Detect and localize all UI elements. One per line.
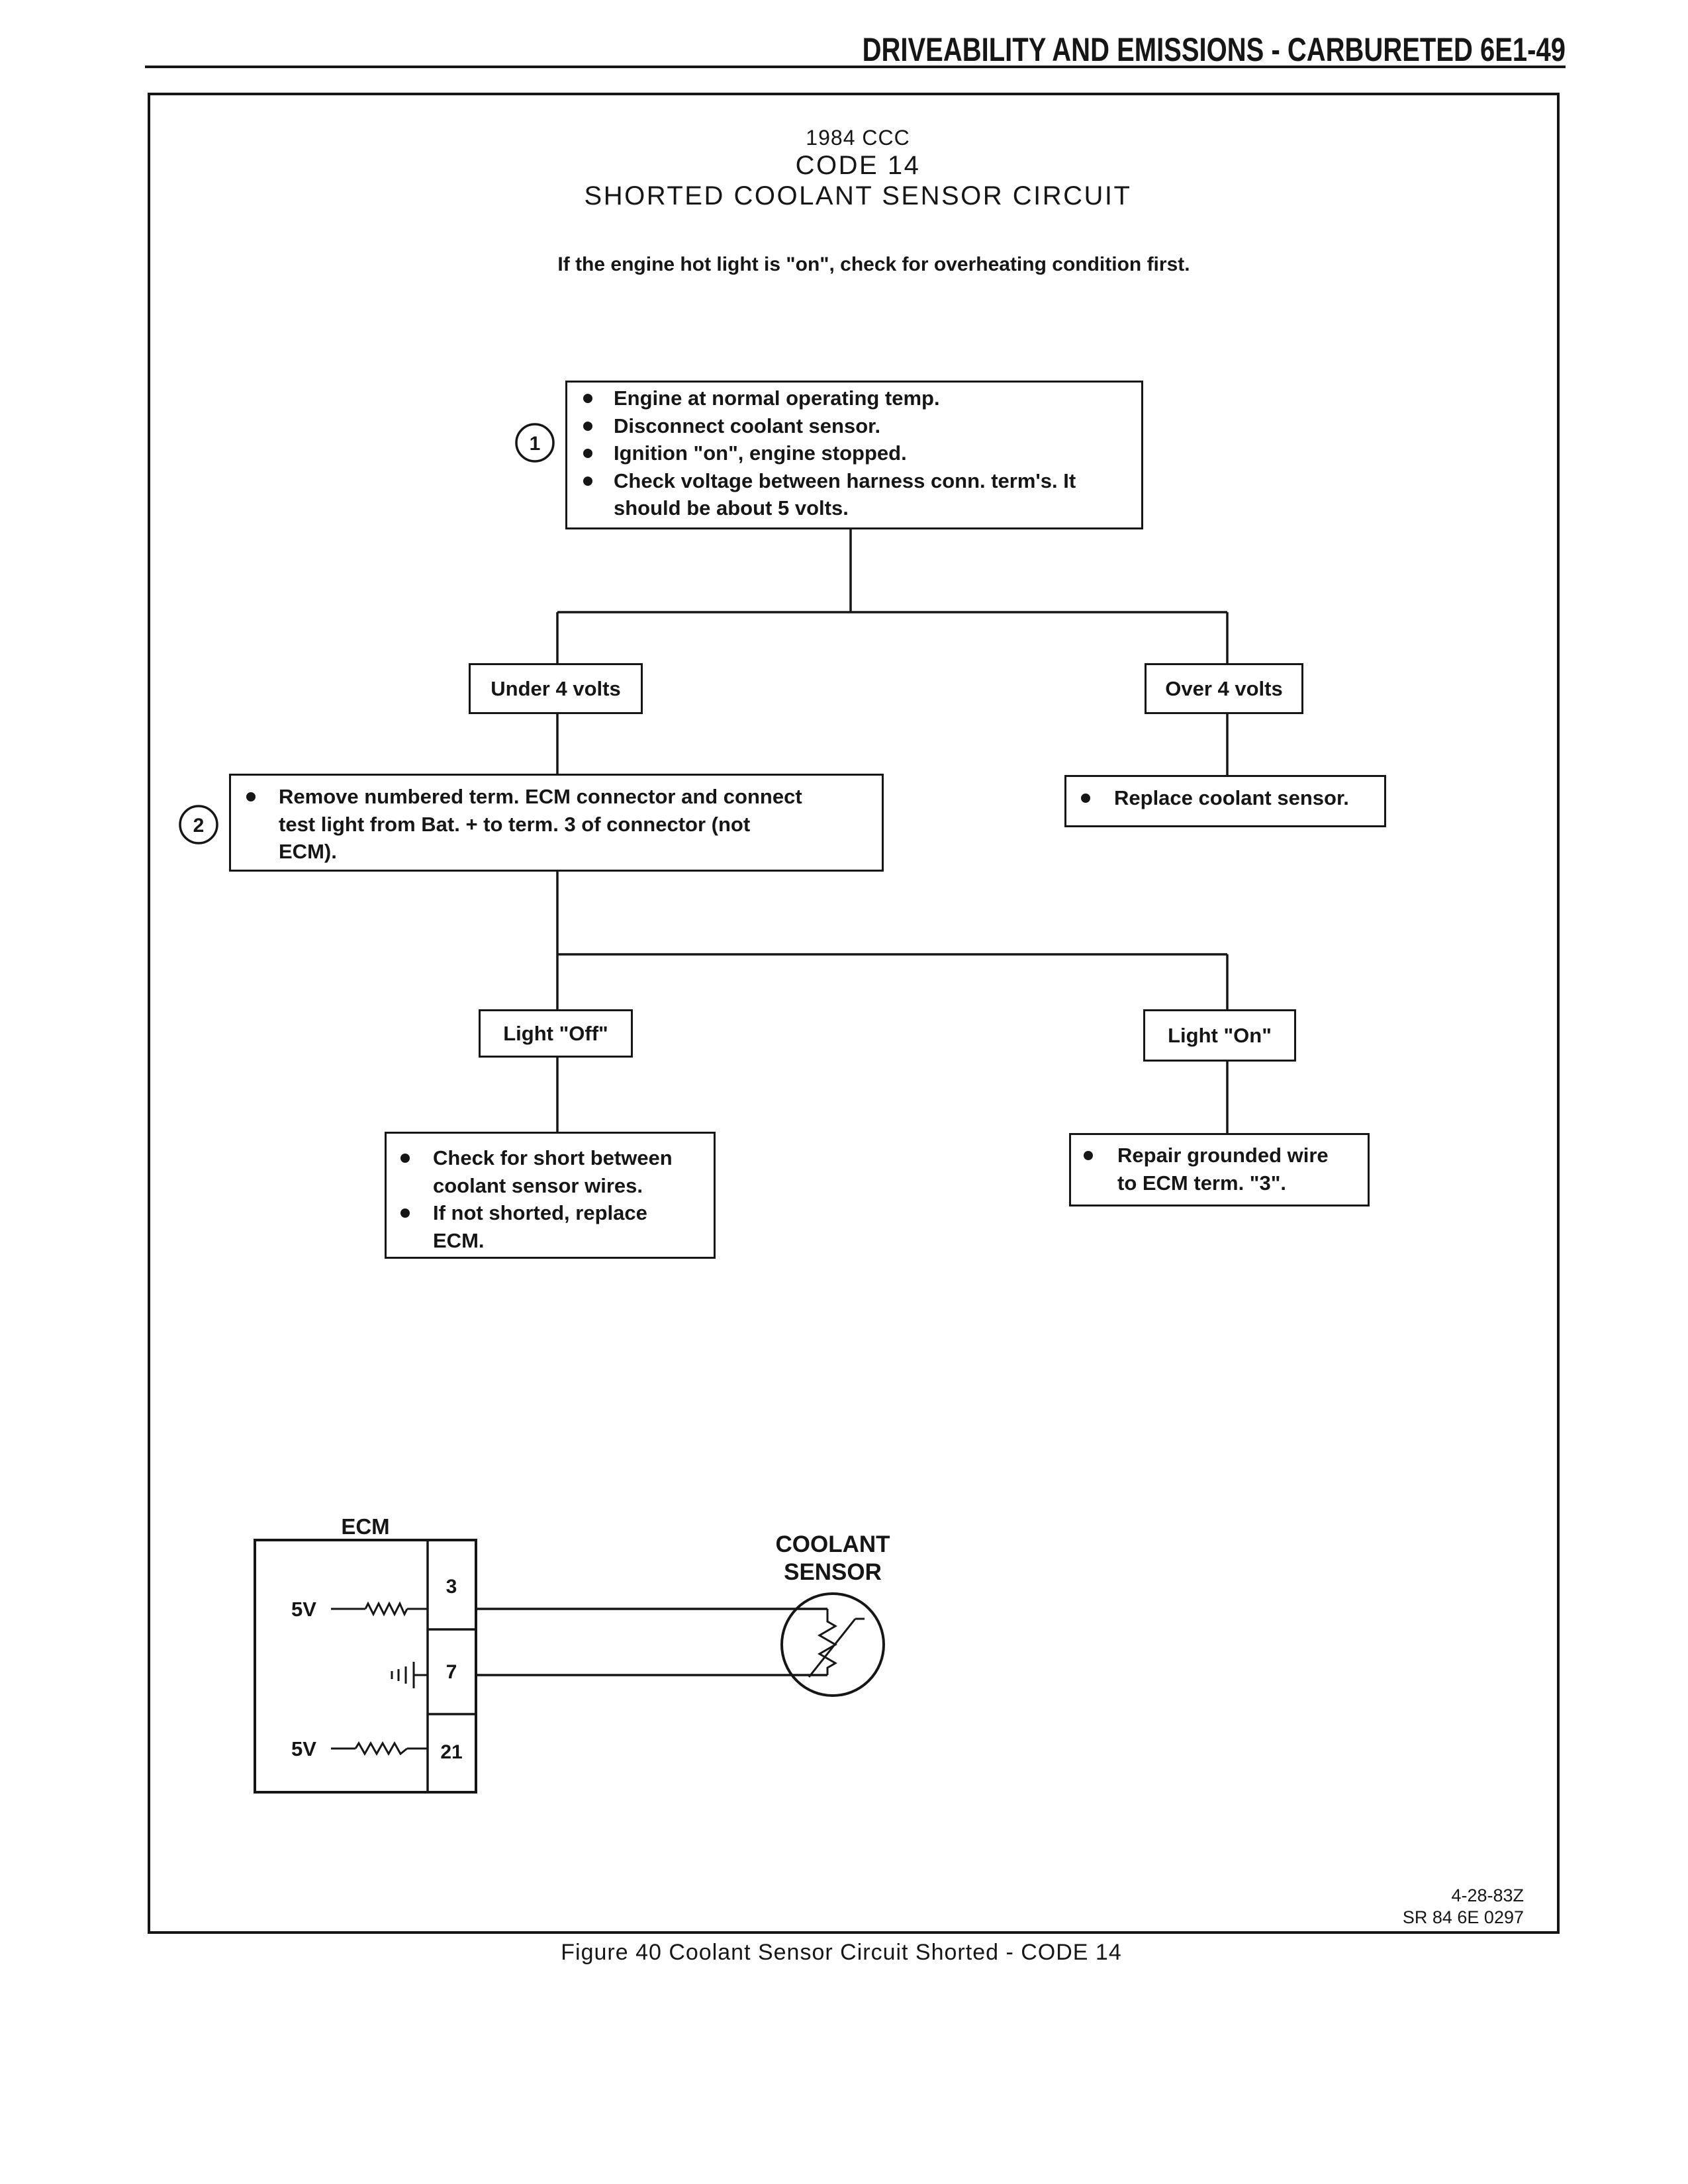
resistor-icon	[331, 1601, 428, 1617]
bullet-item: Replace coolant sensor.	[1066, 784, 1384, 812]
bullet-line: If not shorted, replace	[433, 1201, 647, 1224]
branch-light-off: Light "Off"	[479, 1009, 633, 1058]
bullet-line: test light from Bat. + to term. 3 of con…	[279, 812, 751, 836]
bullet-item: Remove numbered term. ECM connector and …	[231, 783, 882, 866]
step2-box: Remove numbered term. ECM connector and …	[229, 774, 884, 872]
bullet-line: Ignition "on", engine stopped.	[614, 441, 907, 465]
chart-note: If the engine hot light is "on", check f…	[557, 253, 1190, 275]
chart-title: SHORTED COOLANT SENSOR CIRCUIT	[584, 181, 1132, 210]
step1-box: Engine at normal operating temp. Disconn…	[565, 381, 1143, 529]
figure-date-code: 4-28-83Z	[1451, 1886, 1524, 1905]
branch-under-4-volts: Under 4 volts	[469, 663, 643, 714]
chart-year-system: 1984 CCC	[806, 126, 910, 150]
ecm-pin-21: 21	[440, 1741, 462, 1763]
branch-label: Light "On"	[1168, 1023, 1272, 1047]
bullet-line: Check for short between	[433, 1146, 673, 1169]
thermistor-icon	[808, 1609, 865, 1678]
resistor-icon	[331, 1741, 428, 1756]
branch-light-on: Light "On"	[1143, 1009, 1296, 1062]
step-marker-1-circle	[515, 423, 555, 463]
branch-over-4-volts: Over 4 volts	[1145, 663, 1303, 714]
branch-label: Light "Off"	[503, 1021, 608, 1045]
bullet-line: ECM.	[433, 1228, 485, 1252]
bullet-item: Check for short between coolant sensor w…	[387, 1144, 714, 1199]
step-marker-2: 2	[193, 815, 205, 837]
supply-5v-label: 5V	[291, 1737, 316, 1760]
bullet-item: Repair grounded wire to ECM term. "3".	[1071, 1142, 1368, 1197]
ecm-pin-7: 7	[446, 1661, 457, 1683]
bullet-line: should be about 5 volts.	[614, 496, 849, 520]
flow-connectors	[556, 529, 1229, 1133]
replace-sensor-box: Replace coolant sensor.	[1064, 775, 1386, 827]
coolant-sensor-body	[780, 1592, 885, 1697]
bullet-line: ECM).	[279, 840, 337, 863]
figure-ref-code: SR 84 6E 0297	[1402, 1907, 1524, 1927]
bullet-line: Engine at normal operating temp.	[614, 387, 940, 410]
step-marker-2-circle	[179, 805, 218, 844]
ecm-box	[254, 1539, 477, 1794]
ground-icon	[391, 1662, 428, 1688]
figure-caption: Figure 40 Coolant Sensor Circuit Shorted…	[561, 1940, 1122, 1965]
supply-5v-label: 5V	[291, 1598, 316, 1621]
bullet-line: Check voltage between harness conn. term…	[614, 469, 1076, 492]
figure-frame	[148, 93, 1560, 1934]
bullet-line: Replace coolant sensor.	[1114, 786, 1349, 809]
chart-code: CODE 14	[795, 151, 921, 180]
light-on-action-box: Repair grounded wire to ECM term. "3".	[1069, 1133, 1370, 1206]
bullet-line: coolant sensor wires.	[433, 1173, 643, 1197]
branch-label: Under 4 volts	[491, 676, 621, 700]
ecm-label: ECM	[341, 1514, 389, 1539]
bullet-item: If not shorted, replace ECM.	[387, 1199, 714, 1254]
bullet-item: Check voltage between harness conn. term…	[567, 467, 1141, 522]
branch-label: Over 4 volts	[1165, 676, 1283, 700]
bullet-item: Ignition "on", engine stopped.	[567, 439, 1141, 467]
bullet-item: Engine at normal operating temp.	[567, 385, 1141, 412]
bullet-line: Repair grounded wire	[1117, 1144, 1329, 1167]
bullet-item: Disconnect coolant sensor.	[567, 412, 1141, 440]
ecm-pin-3: 3	[446, 1576, 457, 1598]
step-marker-1: 1	[530, 433, 541, 455]
sensor-label-line-1: COOLANT	[775, 1531, 890, 1557]
bullet-line: Remove numbered term. ECM connector and …	[279, 785, 802, 808]
bullet-line: Disconnect coolant sensor.	[614, 414, 881, 437]
bullet-line: to ECM term. "3".	[1117, 1171, 1287, 1195]
running-title: DRIVEABILITY AND EMISSIONS - CARBURETED …	[862, 31, 1566, 68]
sensor-label-line-2: SENSOR	[784, 1559, 882, 1585]
light-off-action-box: Check for short between coolant sensor w…	[385, 1132, 716, 1259]
